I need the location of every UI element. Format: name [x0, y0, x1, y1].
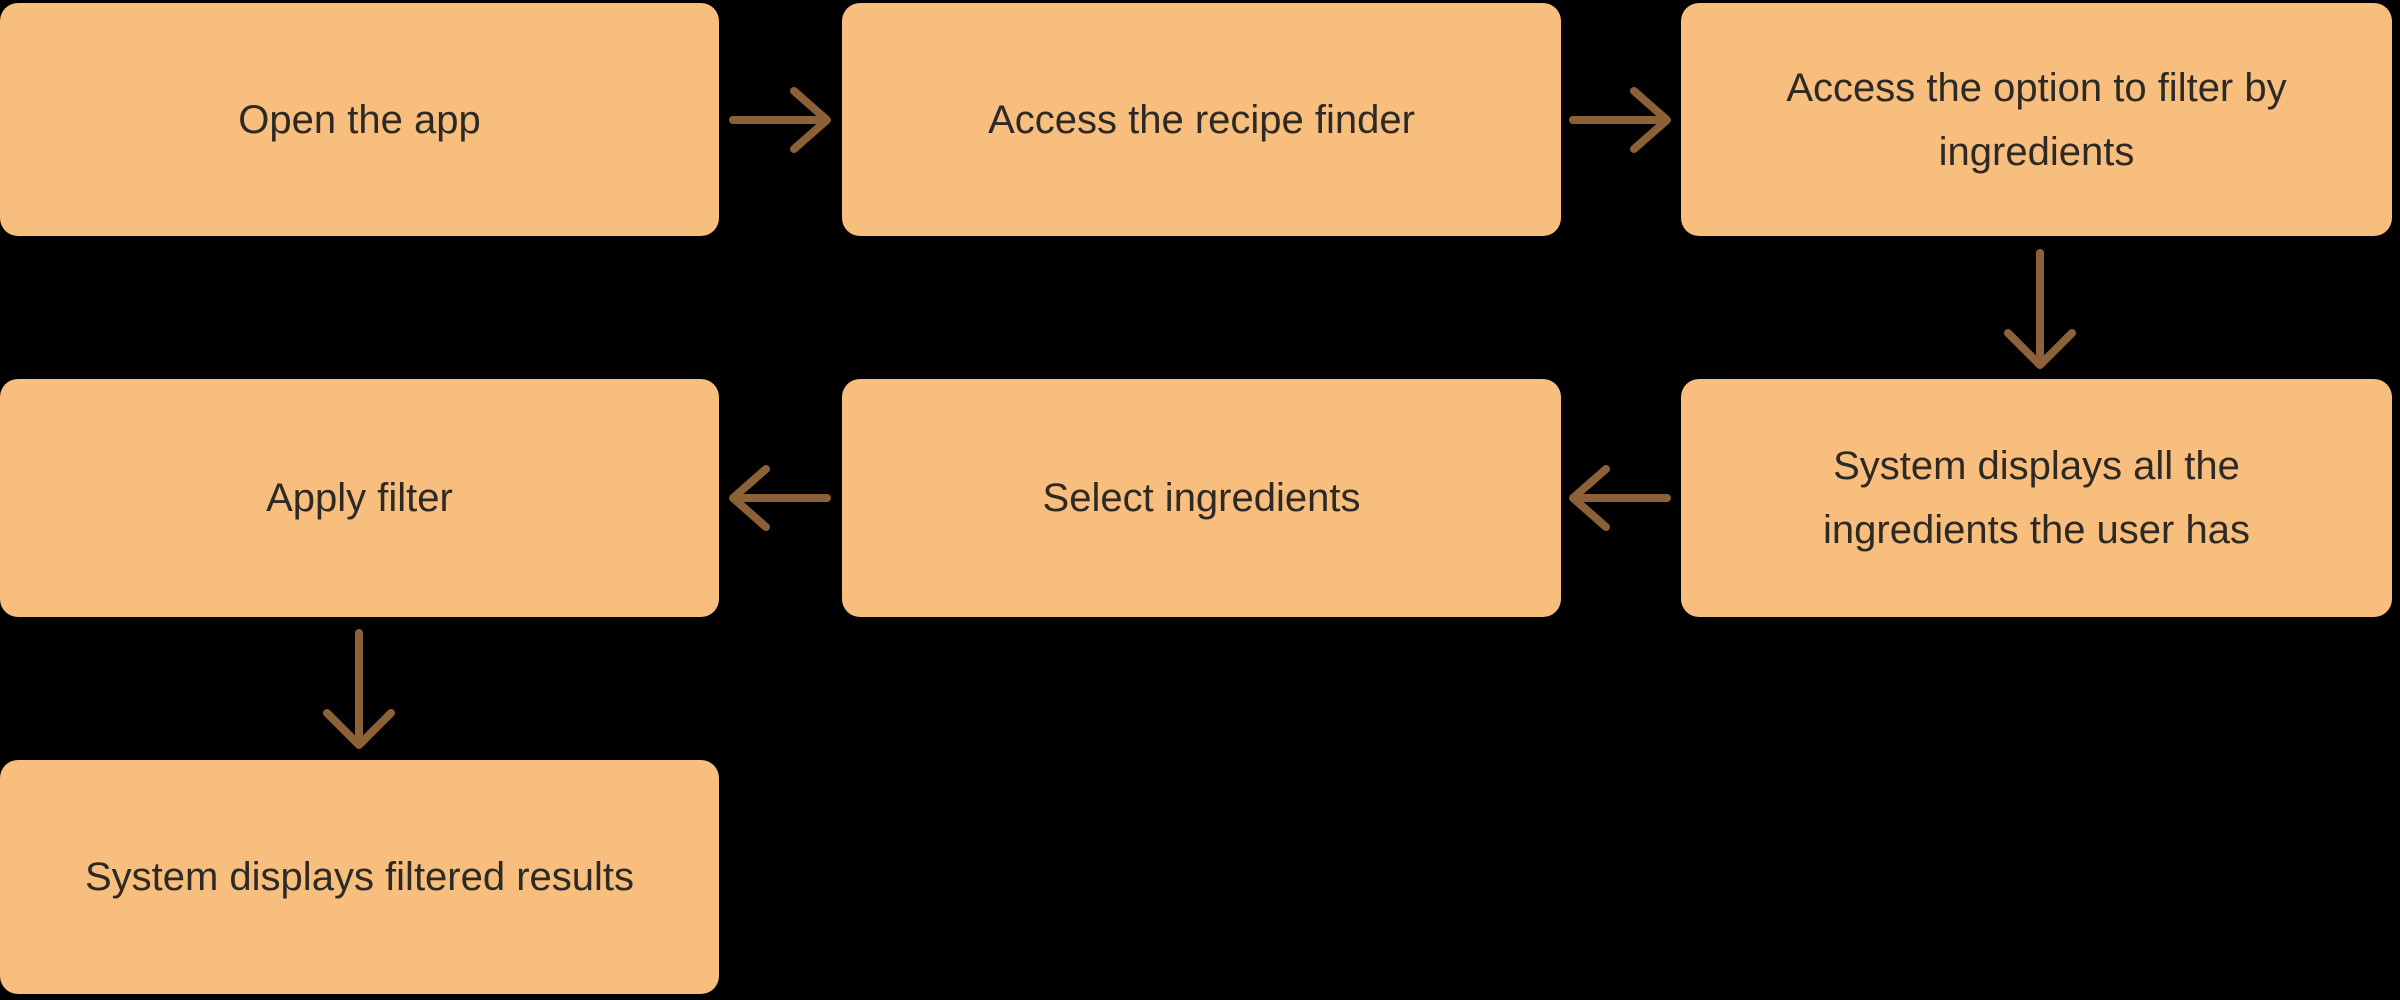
- arrow-filter-option-to-displays-ingredients: [2004, 249, 2076, 369]
- node-select-ingredients: Select ingredients: [842, 379, 1561, 617]
- node-apply-filter: Apply filter: [0, 379, 719, 617]
- node-system-displays-ingredients: System displays all the ingredients the …: [1681, 379, 2392, 617]
- node-access-recipe-finder: Access the recipe finder: [842, 3, 1561, 236]
- arrow-displays-ingredients-to-select-ingredients: [1569, 465, 1671, 531]
- node-open-app: Open the app: [0, 3, 719, 236]
- node-access-filter-by-ingredients: Access the option to filter by ingredien…: [1681, 3, 2392, 236]
- node-system-displays-filtered-results: System displays filtered results: [0, 760, 719, 994]
- arrow-recipe-finder-to-filter-option: [1569, 87, 1671, 153]
- arrow-apply-filter-to-filtered-results: [323, 629, 395, 749]
- arrow-open-app-to-recipe-finder: [729, 87, 831, 153]
- arrow-select-ingredients-to-apply-filter: [729, 465, 831, 531]
